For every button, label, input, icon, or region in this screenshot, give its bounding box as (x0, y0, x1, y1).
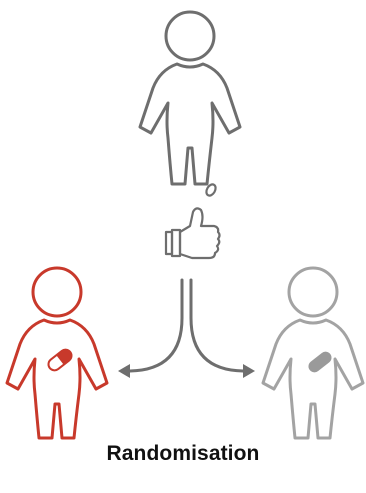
arrow-left-head (118, 364, 130, 378)
arrow-to-control-line (191, 280, 243, 371)
randomisation-arrows (130, 280, 243, 371)
participant-head (166, 12, 214, 60)
grey-capsule-icon (306, 349, 334, 374)
arrow-to-treatment-line (130, 280, 182, 371)
control-group-person-icon (263, 268, 363, 438)
treatment-group-person-icon (7, 268, 107, 438)
arrow-right-head (243, 364, 255, 378)
thumbs-up-icon (166, 208, 220, 258)
participant-body (140, 64, 240, 184)
red-capsule-icon (46, 347, 74, 372)
participant-person-icon (140, 12, 240, 184)
diagram-caption: Randomisation (0, 442, 366, 466)
